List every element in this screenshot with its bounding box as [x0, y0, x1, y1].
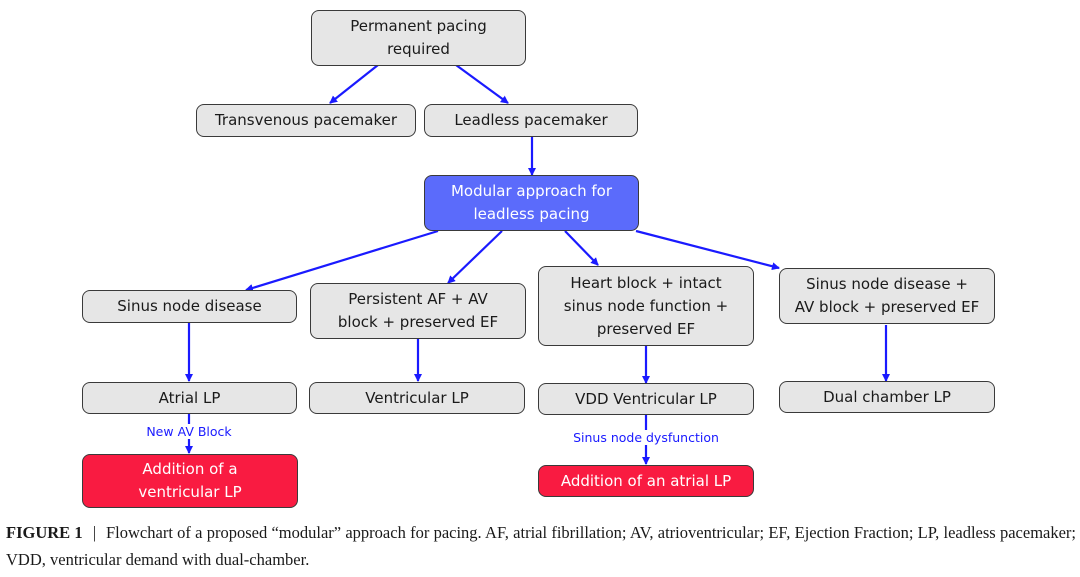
node-permanent-pacing: Permanent pacing required: [311, 10, 526, 66]
arrow-modular-to-persistent: [447, 230, 503, 284]
node-label: VDD Ventricular LP: [575, 389, 717, 408]
node-addition-atrial-lp: Addition of an atrial LP: [538, 465, 754, 497]
node-persistent-af: Persistent AF + AV block + preserved EF: [310, 283, 526, 339]
node-label: Modular approach for: [450, 182, 613, 200]
node-vdd-ventricular-lp: VDD Ventricular LP: [538, 383, 754, 415]
node-label: Heart block + intact: [570, 273, 722, 292]
arrow-permanent-to-transvenous: [329, 64, 379, 104]
arrow-modular-to-sinus-av: [635, 229, 780, 271]
node-label: leadless pacing: [473, 205, 590, 223]
node-label: AV block + preserved EF: [794, 298, 980, 316]
node-dual-chamber-lp: Dual chamber LP: [779, 381, 995, 413]
node-label: block + preserved EF: [337, 313, 499, 331]
node-label: Dual chamber LP: [823, 387, 951, 406]
node-label: sinus node function +: [563, 296, 729, 315]
node-label: Atrial LP: [158, 388, 221, 407]
node-label: Transvenous pacemaker: [214, 111, 398, 129]
figure-caption: FIGURE 1 |Flowchart of a proposed “modula…: [6, 519, 1076, 573]
node-label: Permanent pacing: [350, 17, 487, 35]
node-label: preserved EF: [596, 319, 696, 338]
node-label: Ventricular LP: [365, 388, 469, 407]
figure-label: FIGURE 1: [6, 523, 83, 542]
arrow-permanent-to-leadless: [455, 64, 509, 104]
node-label: Sinus node disease: [117, 297, 262, 315]
node-modular-approach: Modular approach for leadless pacing: [424, 175, 639, 231]
node-label: Leadless pacemaker: [454, 111, 608, 129]
node-sinus-node-disease: Sinus node disease: [82, 290, 297, 323]
flowchart: Permanent pacing required Transvenous pa…: [82, 10, 995, 508]
node-label: required: [387, 40, 450, 58]
node-heart-block: Heart block + intact sinus node function…: [538, 266, 754, 346]
node-addition-ventricular-lp: Addition of a ventricular LP: [82, 454, 298, 508]
edge-label-new-av-block: New AV Block: [145, 424, 233, 439]
node-ventricular-lp: Ventricular LP: [309, 382, 525, 414]
arrow-modular-to-sinus: [245, 229, 439, 292]
caption-separator: |: [92, 523, 96, 542]
node-atrial-lp: Atrial LP: [82, 382, 297, 414]
node-sinus-av-block: Sinus node disease + AV block + preserve…: [779, 268, 995, 324]
node-label: ventricular LP: [138, 483, 242, 501]
node-transvenous-pacemaker: Transvenous pacemaker: [196, 104, 416, 137]
node-label: Sinus node disease +: [806, 275, 968, 293]
arrow-modular-to-heart-block: [564, 230, 599, 266]
edge-label-sinus-node-dysfunction: Sinus node dysfunction: [572, 430, 720, 445]
node-label: Addition of an atrial LP: [560, 471, 732, 490]
node-label: Addition of a: [142, 460, 238, 478]
caption-text: Flowchart of a proposed “modular” approa…: [6, 523, 1077, 569]
node-leadless-pacemaker: Leadless pacemaker: [424, 104, 638, 137]
node-label: Persistent AF + AV: [348, 290, 488, 308]
